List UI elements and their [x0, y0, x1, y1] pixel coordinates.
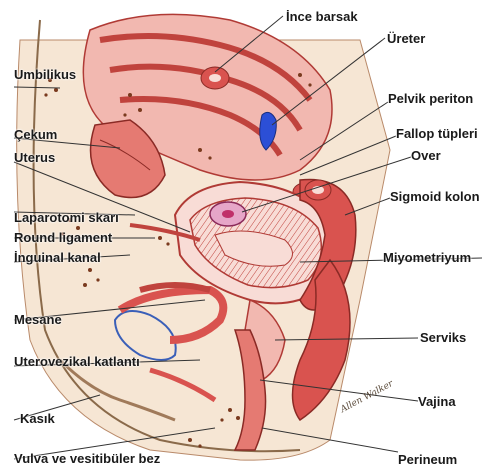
label-cekum: Çekum: [14, 128, 57, 141]
label-pelvik-periton: Pelvik periton: [388, 92, 473, 105]
label-sigmoid-kolon: Sigmoid kolon: [390, 190, 480, 203]
label-inguinal-kanal: İnguinal kanal: [14, 251, 101, 264]
label-round-ligament: Round ligament: [14, 231, 112, 244]
label-uterus: Uterus: [14, 151, 55, 164]
label-fallop-tupleri: Fallop tüpleri: [396, 127, 478, 140]
label-ureter: Üreter: [387, 32, 425, 45]
label-perineum: Perineum: [398, 453, 457, 466]
label-umbilikus: Umbilikus: [14, 68, 76, 81]
label-laparotomi-skari: Laparotomi skarı: [14, 211, 119, 224]
label-serviks: Serviks: [420, 331, 466, 344]
label-miyometriyum: Miyometriyum: [383, 251, 471, 264]
label-mesane: Mesane: [14, 313, 62, 326]
label-vulva: Vulva ve vesitibüler bez: [14, 452, 160, 465]
label-kasik: Kasık: [20, 412, 55, 425]
label-vajina: Vajina: [418, 395, 456, 408]
label-over: Over: [411, 149, 441, 162]
label-ince-barsak: İnce barsak: [286, 10, 358, 23]
label-uterovezikal-katlanti: Uterovezikal katlantı: [14, 355, 140, 368]
